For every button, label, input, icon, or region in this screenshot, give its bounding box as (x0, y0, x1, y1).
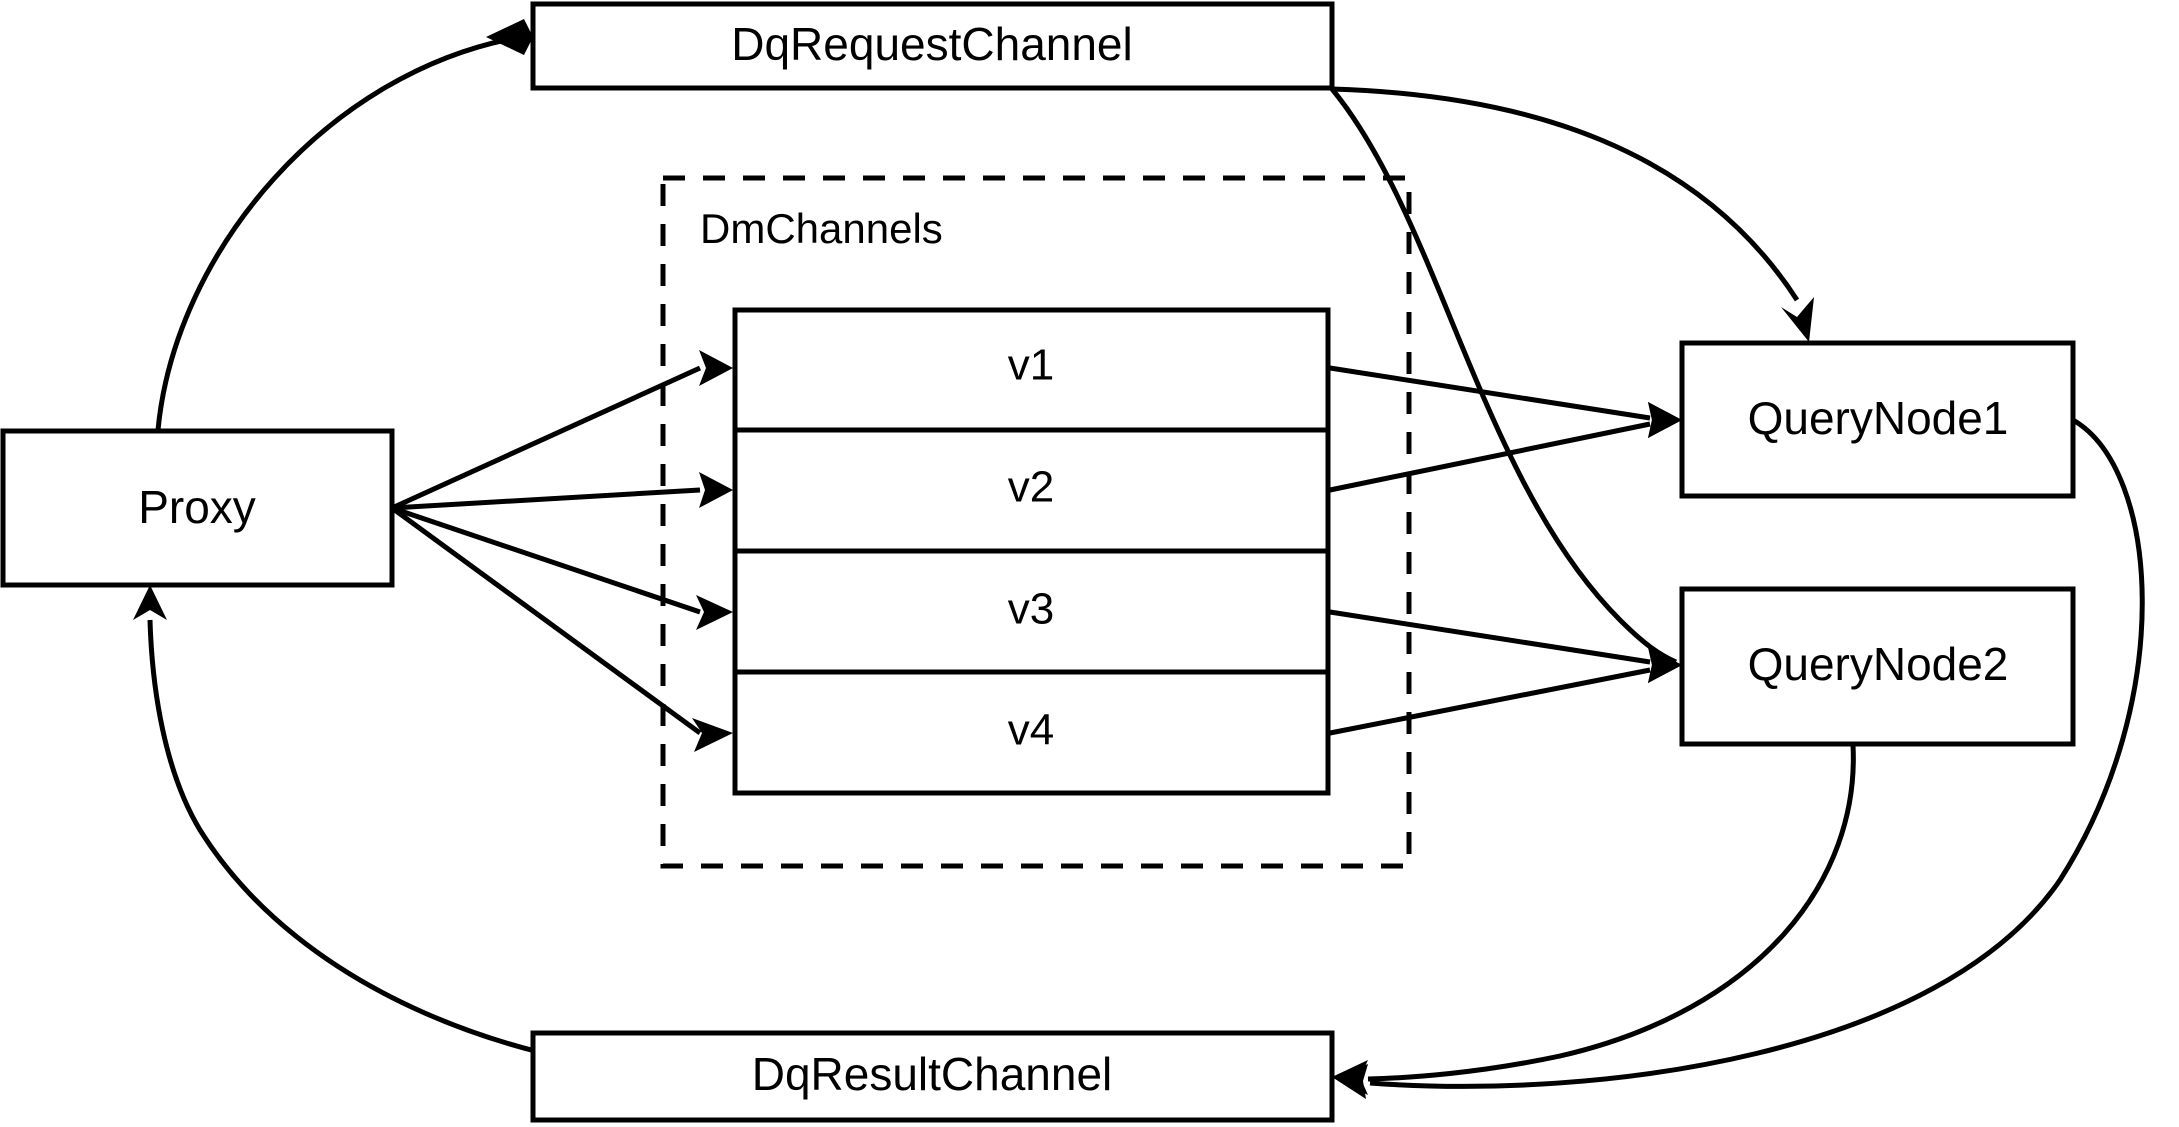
arrow-head-icon (699, 350, 733, 386)
edge-proxy-to-dqrequestchannel (155, 19, 533, 431)
channel-row-v2[interactable]: v2 (1008, 463, 1054, 512)
edge-dqresultchannel-to-proxy (133, 585, 734, 1080)
channel-row-v4[interactable]: v4 (1008, 706, 1054, 755)
edge-v4-to-querynode2 (1329, 647, 1682, 736)
channel-stack: v1 v2 v3 v4 (732, 307, 1331, 796)
channel-row-v3[interactable]: v3 (1008, 585, 1054, 634)
channel-row-v1[interactable]: v1 (1008, 341, 1054, 390)
node-dq-request-channel-label: DqRequestChannel (731, 18, 1133, 70)
arrow-head-icon (692, 718, 733, 752)
node-query-node-1[interactable]: QueryNode1 (1679, 340, 2076, 499)
node-proxy-label: Proxy (138, 481, 256, 533)
arrow-head-icon (1648, 647, 1682, 683)
arrow-head-icon (1648, 402, 1682, 438)
node-proxy[interactable]: Proxy (0, 428, 395, 588)
edge-querynode2-to-dqresultchannel (1332, 744, 1856, 1095)
node-dq-request-channel[interactable]: DqRequestChannel (530, 1, 1335, 91)
channel-label-v1: v1 (1008, 341, 1054, 390)
edge-proxy-to-v2 (391, 472, 733, 511)
edge-proxy-to-v3 (391, 505, 733, 630)
node-query-node-2[interactable]: QueryNode2 (1679, 586, 2076, 747)
channel-label-v2: v2 (1008, 463, 1054, 512)
arrow-head-icon (1332, 1060, 1368, 1095)
edge-dqrequestchannel-to-querynode1 (1331, 86, 1814, 342)
arrow-head-icon (699, 472, 733, 508)
node-query-node-1-label: QueryNode1 (1748, 392, 2009, 444)
channel-label-v4: v4 (1008, 706, 1054, 755)
node-dq-result-channel[interactable]: DqResultChannel (530, 1030, 1335, 1123)
edge-querynode1-to-dqresultchannel (1332, 417, 2145, 1099)
edge-v2-to-querynode1 (1329, 402, 1682, 493)
node-dq-result-channel-label: DqResultChannel (752, 1048, 1113, 1100)
edge-proxy-to-v1 (390, 350, 733, 511)
dm-channels-group-label: DmChannels (700, 205, 943, 252)
arrow-head-icon (1781, 297, 1814, 342)
arrow-head-icon (696, 595, 733, 630)
channel-label-v3: v3 (1008, 585, 1054, 634)
arrow-head-icon (486, 19, 533, 55)
dm-channels-group: DmChannels (660, 175, 1412, 869)
arrow-head-icon (133, 585, 167, 620)
node-query-node-2-label: QueryNode2 (1748, 638, 2009, 690)
edge-proxy-to-v4 (390, 505, 733, 752)
